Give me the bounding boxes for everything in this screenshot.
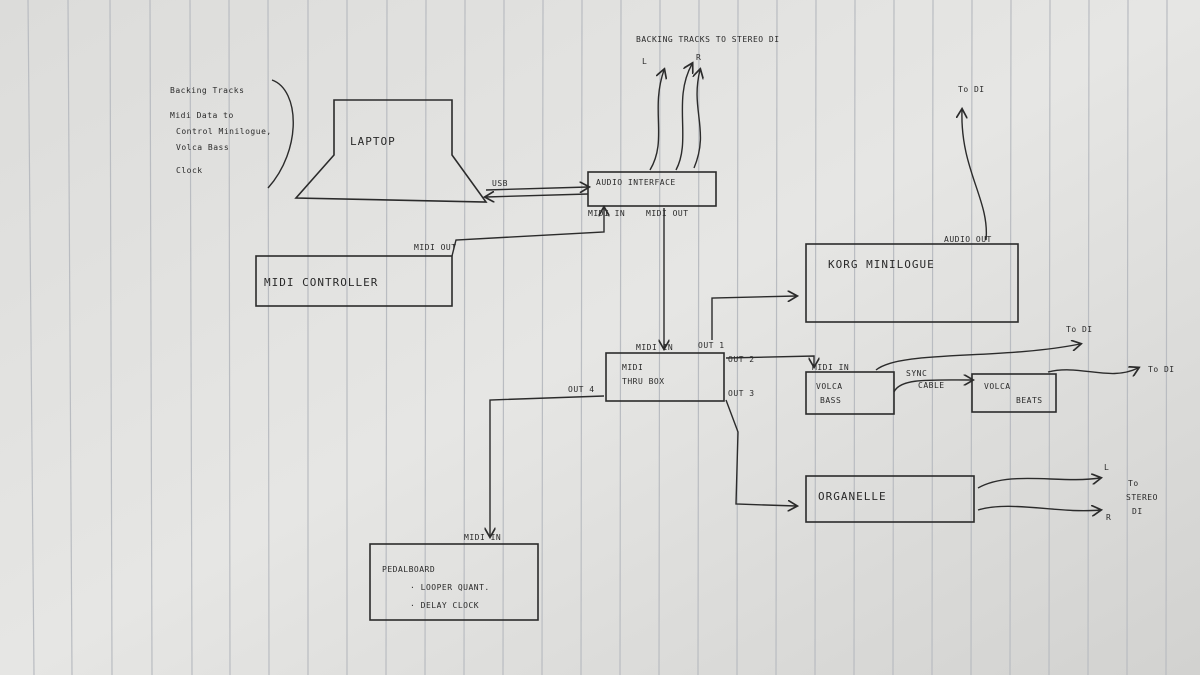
laptop-label: LAPTOP — [350, 135, 396, 148]
usb-label: USB — [492, 179, 508, 188]
midi-controller-midi-out: MIDI OUT — [414, 243, 457, 252]
ruled-lines — [27, 0, 1168, 675]
volca-bass-midi-in: MIDI IN — [812, 363, 849, 372]
midi-thru-midi-in: MIDI IN — [636, 343, 673, 352]
organelle-right: R — [1106, 513, 1111, 522]
volca-beats-to-di: To DI — [1148, 365, 1175, 374]
pedalboard-item-looper: · LOOPER QUANT. — [410, 583, 490, 592]
midi-thru-label-line2: THRU BOX — [622, 377, 665, 386]
pedalboard-box — [369, 543, 539, 621]
volca-bass: VOLCA BASS MIDI IN SYNC CABLE To DI — [725, 325, 1093, 415]
audio-interface-box — [587, 171, 717, 207]
sync-cable-label-2: CABLE — [918, 381, 945, 390]
organelle: ORGANELLE L R To STEREO DI — [725, 399, 1158, 523]
volca-beats-label-line2: BEATS — [1016, 396, 1043, 405]
volca-bass-box — [805, 371, 895, 415]
volca-beats-box — [971, 373, 1057, 413]
organelle-di: DI — [1132, 507, 1143, 516]
organelle-label: ORGANELLE — [818, 490, 887, 503]
minilogue-box — [805, 243, 1019, 323]
note-clock: Clock — [176, 166, 203, 175]
volca-bass-label-line2: BASS — [820, 396, 841, 405]
laptop-notes: Backing Tracks Midi Data to Control Mini… — [170, 79, 294, 189]
midi-controller-box — [255, 255, 453, 307]
volca-bass-label-line1: VOLCA — [816, 382, 843, 391]
backing-tracks-label: BACKING TRACKS TO STEREO DI — [636, 35, 780, 44]
midi-controller: MIDI CONTROLLER MIDI OUT — [255, 208, 604, 307]
pedalboard: PEDALBOARD · LOOPER QUANT. · DELAY CLOCK… — [369, 395, 605, 621]
note-control-minilogue: Control Minilogue, — [176, 127, 272, 136]
volca-beats: VOLCA BEATS To DI — [971, 365, 1175, 413]
organelle-stereo: STEREO — [1126, 493, 1158, 502]
backing-tracks-output: BACKING TRACKS TO STEREO DI L R — [636, 35, 780, 171]
midi-thru-out1: OUT 1 — [698, 341, 725, 350]
note-backing-tracks: Backing Tracks — [170, 86, 244, 95]
usb-link: USB — [486, 179, 588, 197]
pedalboard-label: PEDALBOARD — [382, 565, 435, 574]
midi-thru-out4: OUT 4 — [568, 385, 595, 394]
midi-thru-box: MIDI THRU BOX MIDI IN OUT 1 OUT 2 OUT 3 … — [568, 341, 755, 402]
volca-bass-to-di: To DI — [1066, 325, 1093, 334]
organelle-to: To — [1128, 479, 1139, 488]
volca-beats-label-line1: VOLCA — [984, 382, 1011, 391]
audio-interface-label: AUDIO INTERFACE — [596, 178, 676, 187]
notes-bracket — [267, 79, 294, 189]
midi-thru-box-outline — [605, 352, 725, 402]
sync-cable-label-1: SYNC — [906, 369, 927, 378]
midi-thru-label-line1: MIDI — [622, 363, 643, 372]
minilogue-audio-out: AUDIO OUT — [944, 235, 992, 244]
organelle-left: L — [1104, 463, 1109, 472]
minilogue-to-di: To DI — [958, 85, 985, 94]
backing-tracks-left: L — [642, 57, 647, 66]
note-midi-data: Midi Data to — [170, 111, 234, 120]
midi-thru-out2: OUT 2 — [728, 355, 755, 364]
backing-tracks-right: R — [696, 53, 701, 62]
korg-minilogue: KORG MINILOGUE AUDIO OUT To DI — [711, 85, 1019, 340]
note-volca-bass: Volca Bass — [176, 143, 229, 152]
audio-interface-midi-out: MIDI OUT — [646, 209, 689, 218]
pedalboard-item-delay: · DELAY CLOCK — [410, 601, 479, 610]
midi-thru-out3: OUT 3 — [728, 389, 755, 398]
audio-interface-midi-in: MIDI IN — [588, 209, 625, 218]
pedalboard-midi-in: MIDI IN — [464, 533, 501, 542]
minilogue-label: KORG MINILOGUE — [828, 258, 935, 271]
midi-controller-label: MIDI CONTROLLER — [264, 276, 378, 289]
organelle-box — [805, 475, 975, 523]
